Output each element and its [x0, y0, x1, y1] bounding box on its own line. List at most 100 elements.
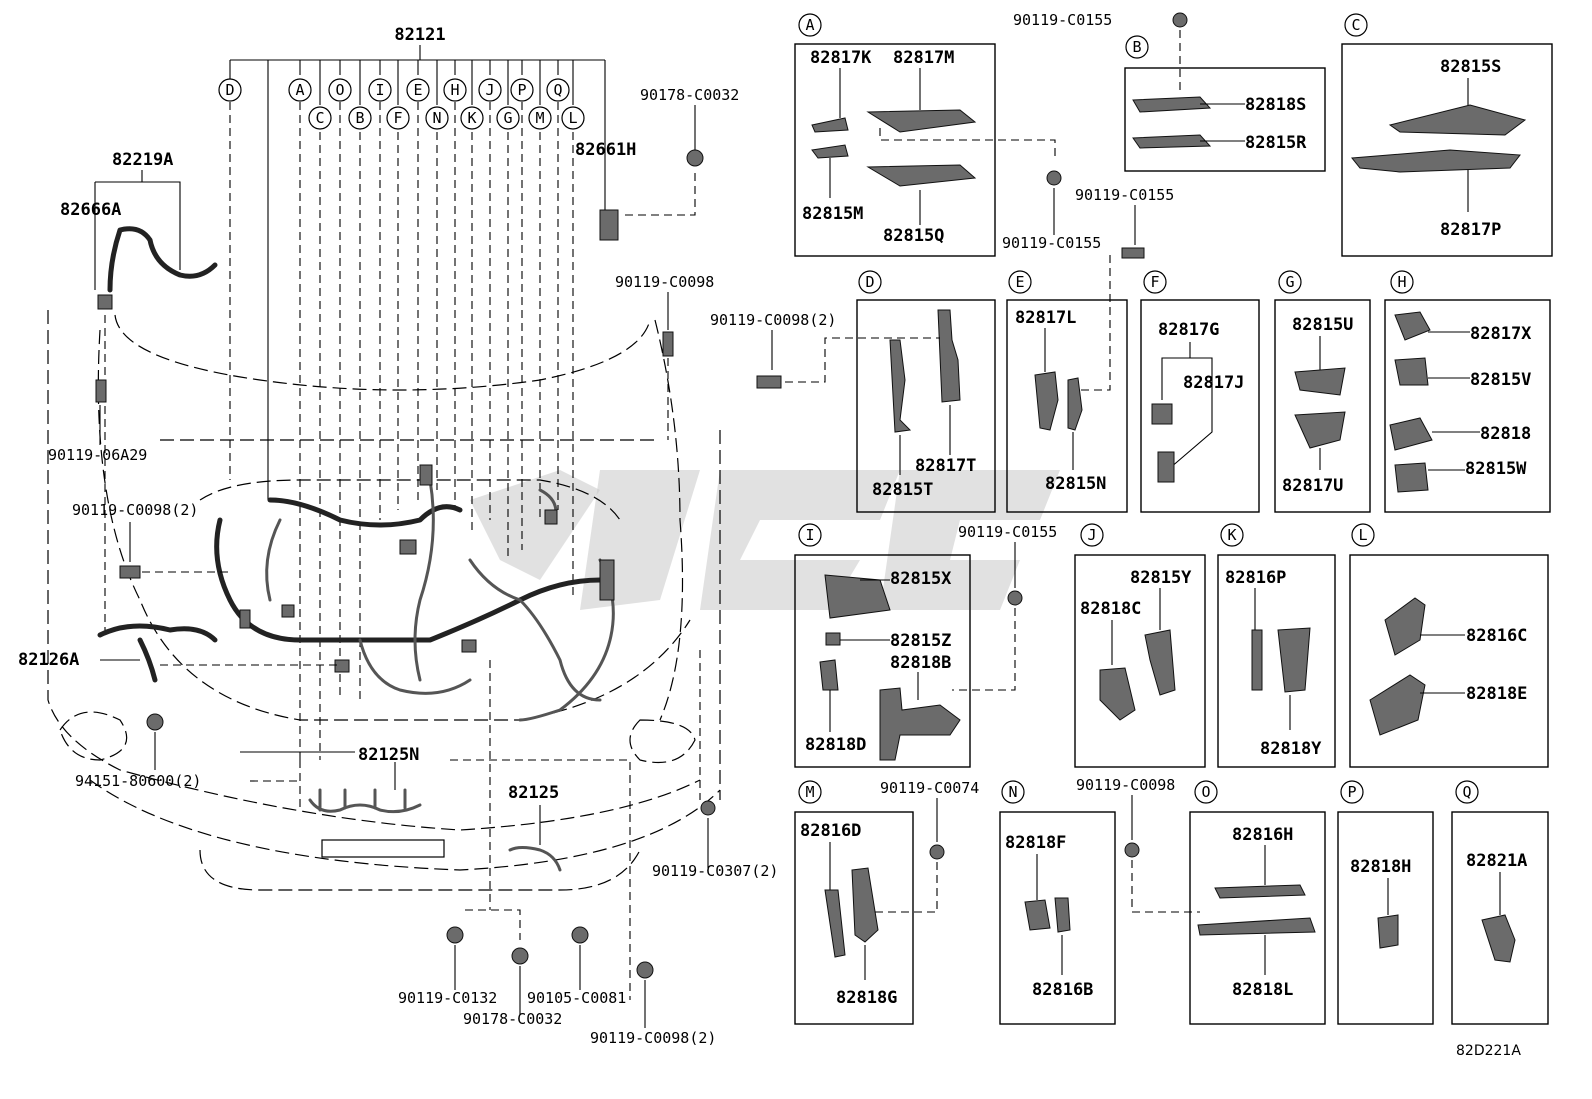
branch-letter-E: E [413, 81, 422, 99]
panel-P: P 82818H [1337, 780, 1434, 1025]
part-number-82817P: 82817P [1440, 220, 1501, 240]
engine-harness-82121 [214, 464, 615, 722]
panel-letter-O: O [1201, 783, 1210, 801]
panel-I: I 82815X 82815Z 82818B 82818D [794, 523, 971, 768]
part-number-82815X: 82815X [890, 569, 952, 589]
hardware-90119-C0132: 90119-C0132 [398, 989, 497, 1007]
hardware-90119-C0098-O: 90119-C0098 [1076, 776, 1175, 794]
panel-A: A 82817K 82817M 82815M 82815Q [794, 13, 996, 257]
hardware-90119-C0098-right: 90119-C0098 [615, 273, 714, 291]
part-number-82818C: 82818C [1080, 599, 1141, 619]
panel-J: J 82815Y 82818C [1074, 523, 1206, 768]
part-number-82817X: 82817X [1470, 324, 1532, 344]
branch-letter-J: J [485, 81, 494, 99]
panel-letter-A: A [805, 16, 814, 34]
part-number-82818S: 82818S [1245, 95, 1306, 115]
panel-Q: Q 82821A [1451, 780, 1549, 1025]
hardware-90119-06A29: 90119-06A29 [48, 446, 147, 464]
panel-L: L 82816C 82818E [1349, 523, 1549, 768]
hardware-90119-C0098-2-bottom: 90119-C0098(2) [590, 1029, 716, 1047]
part-number-82815Q: 82815Q [883, 226, 944, 246]
hardware-90119-C0307-2: 90119-C0307(2) [652, 862, 778, 880]
panel-letter-G: G [1285, 273, 1294, 291]
part-number-82817U: 82817U [1282, 476, 1343, 496]
hardware-90119-C0074: 90119-C0074 [880, 779, 979, 797]
part-number-82818Y: 82818Y [1260, 739, 1322, 759]
vehicle-body-outline [47, 310, 721, 891]
part-number-82815Z: 82815Z [890, 631, 951, 651]
part-number-82219A: 82219A [112, 150, 173, 170]
panel-letter-B: B [1132, 38, 1141, 56]
part-number-82818L: 82818L [1232, 980, 1293, 1000]
part-number-82815M: 82815M [802, 204, 863, 224]
panel-G: G 82815U 82817U [1274, 270, 1371, 513]
part-number-82818G: 82818G [836, 988, 897, 1008]
part-number-82816D: 82816D [800, 821, 861, 841]
hardware-90105-C0081: 90105-C0081 [527, 989, 626, 1007]
branch-letter-A: A [295, 81, 304, 99]
panel-letter-M: M [805, 783, 814, 801]
part-number-82818E: 82818E [1466, 684, 1527, 704]
panel-letter-J: J [1087, 526, 1096, 544]
panel-D: D 82817T 82815T [856, 270, 996, 513]
part-number-82125: 82125 [508, 783, 559, 803]
panel-letter-D: D [865, 273, 874, 291]
panel-letter-F: F [1150, 273, 1159, 291]
part-number-82815S: 82815S [1440, 57, 1501, 77]
panel-letter-L: L [1358, 526, 1367, 544]
part-number-82817G: 82817G [1158, 320, 1219, 340]
panel-H: H 82817X 82815V 82818 82815W [1384, 270, 1551, 513]
panel-N: N 82818F 82816B [999, 780, 1116, 1025]
hardware-90119-C0098-2-panel: 90119-C0098(2) [710, 311, 836, 329]
part-number-82815R: 82815R [1245, 133, 1307, 153]
part-number-82818D: 82818D [805, 735, 866, 755]
part-number-82816B: 82816B [1032, 980, 1093, 1000]
part-number-82815Y: 82815Y [1130, 568, 1192, 588]
part-number-82817L: 82817L [1015, 308, 1076, 328]
panel-O: O 82816H 82818L [1189, 780, 1326, 1025]
branch-letter-B: B [355, 109, 364, 127]
part-number-82815W: 82815W [1465, 459, 1527, 479]
part-number-82125N: 82125N [358, 745, 419, 765]
branch-letter-L: L [568, 109, 577, 127]
branch-letter-C: C [315, 109, 324, 127]
hardware-90119-C0155-top: 90119-C0155 [1013, 11, 1112, 29]
panel-K: K 82816P 82818Y [1217, 523, 1336, 768]
part-number-82818B: 82818B [890, 653, 951, 673]
branch-letter-I: I [375, 81, 384, 99]
panel-letter-K: K [1227, 526, 1236, 544]
hardware-90119-C0098-2-left: 90119-C0098(2) [72, 501, 198, 519]
part-number-82661H: 82661H [575, 140, 636, 160]
panel-B: B 82818S 82815R [1124, 35, 1326, 172]
branch-letter-P: P [517, 81, 526, 99]
panel-letter-E: E [1015, 273, 1024, 291]
part-number-82817T: 82817T [915, 456, 976, 476]
main-assembly-drawing: 82121 D A O I [18, 25, 778, 1047]
part-number-82817M: 82817M [893, 48, 954, 68]
branch-letter-F: F [393, 109, 402, 127]
part-number-82816H: 82816H [1232, 825, 1293, 845]
part-number-82818: 82818 [1480, 424, 1531, 444]
part-number-82821A: 82821A [1466, 851, 1527, 871]
part-number-82816C: 82816C [1466, 626, 1527, 646]
panel-C: C 82815S 82817P [1341, 13, 1553, 257]
panel-E: E 82817L 82815N [1006, 270, 1128, 513]
branch-letter-D: D [225, 81, 234, 99]
part-number-82815N: 82815N [1045, 474, 1106, 494]
panel-M: M 82816D 82818G [794, 780, 914, 1025]
panel-letter-C: C [1351, 16, 1360, 34]
panel-letter-H: H [1397, 273, 1406, 291]
branch-letter-O: O [335, 81, 344, 99]
branch-letter-G: G [503, 109, 512, 127]
part-number-82816P: 82816P [1225, 568, 1286, 588]
panel-letter-Q: Q [1462, 783, 1471, 801]
part-number-82666A: 82666A [60, 200, 121, 220]
part-number-82818H: 82818H [1350, 857, 1411, 877]
hardware-94151-80600-2: 94151-80600(2) [75, 772, 201, 790]
branch-letter-H: H [450, 81, 459, 99]
part-number-82815U: 82815U [1292, 315, 1353, 335]
hardware-90178-C0032-bottom: 90178-C0032 [463, 1010, 562, 1028]
branch-letter-K: K [467, 109, 476, 127]
panel-letter-N: N [1008, 783, 1017, 801]
hardware-90119-C0155-I: 90119-C0155 [958, 523, 1057, 541]
